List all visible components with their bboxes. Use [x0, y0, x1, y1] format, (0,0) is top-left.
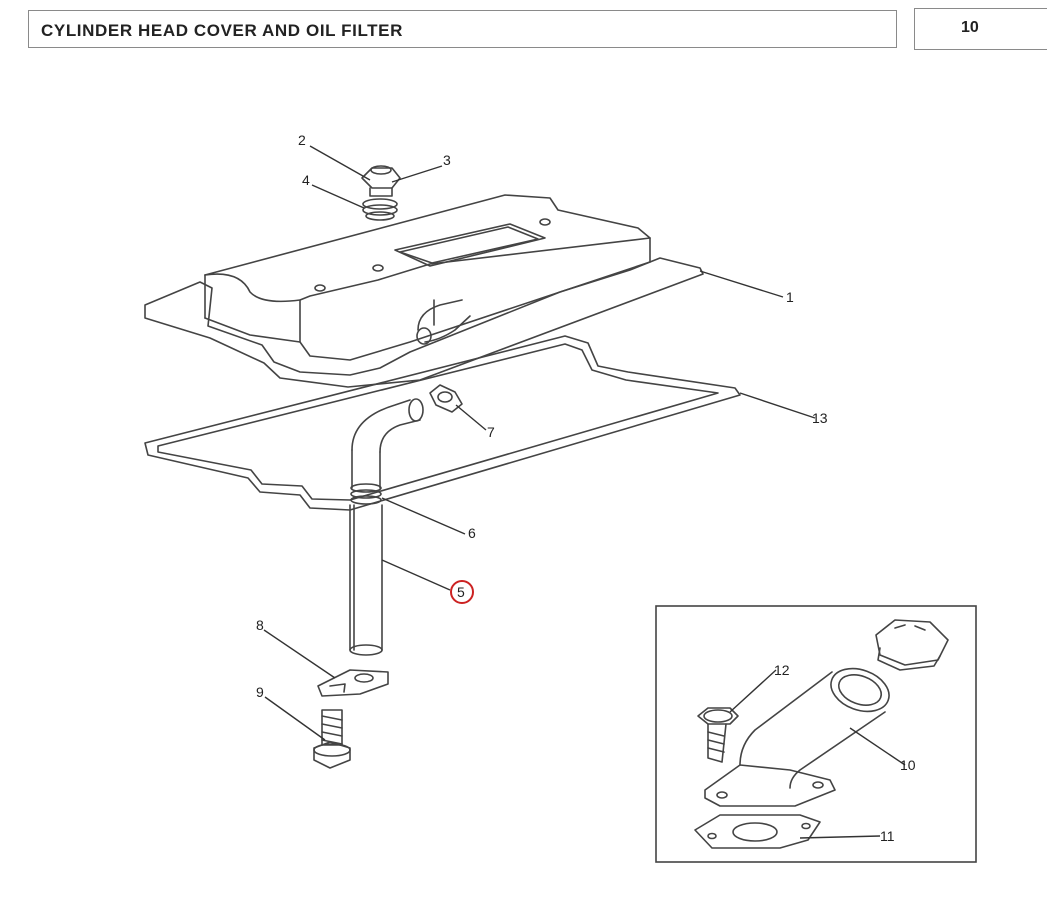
gasket-part[interactable] [144, 335, 741, 511]
page-number-box: 10 [914, 8, 1047, 50]
callout-6[interactable]: 6 [468, 525, 476, 541]
breather-pipe-part[interactable] [349, 398, 424, 656]
callout-5[interactable]: 5 [457, 584, 465, 600]
inset-frame [655, 605, 977, 863]
washer-part[interactable] [362, 198, 398, 221]
callout-12[interactable]: 12 [774, 662, 790, 678]
callout-3[interactable]: 3 [443, 152, 451, 168]
page-number: 10 [961, 19, 979, 36]
callout-11[interactable]: 11 [880, 828, 895, 844]
callout-1[interactable]: 1 [786, 289, 794, 305]
callout-9[interactable]: 9 [256, 684, 264, 700]
callout-4[interactable]: 4 [302, 172, 310, 188]
leader-lines [263, 145, 906, 839]
cap-nut-part[interactable] [361, 165, 401, 197]
diagram-title-box: CYLINDER HEAD COVER AND OIL FILTER [28, 10, 897, 48]
callout-13[interactable]: 13 [812, 410, 828, 426]
callout-labels: 2 3 4 1 13 7 6 5 8 9 12 10 11 [256, 132, 916, 844]
filler-gasket-part[interactable] [694, 814, 821, 849]
selected-callout-highlight [450, 580, 474, 604]
callout-8[interactable]: 8 [256, 617, 264, 633]
diagram-title: CYLINDER HEAD COVER AND OIL FILTER [41, 21, 403, 40]
bracket-part[interactable] [317, 669, 389, 697]
filler-cap-part[interactable] [875, 619, 949, 671]
cylinder-head-cover-part[interactable] [144, 194, 704, 388]
filler-neck-part[interactable] [704, 661, 895, 807]
bolt-part[interactable] [313, 709, 351, 769]
callout-10[interactable]: 10 [900, 757, 916, 773]
callout-2[interactable]: 2 [298, 132, 306, 148]
callout-7[interactable]: 7 [487, 424, 495, 440]
small-bolt-part[interactable] [697, 707, 739, 763]
hose-band-part[interactable] [350, 483, 382, 505]
hose-clamp-part[interactable] [429, 384, 463, 413]
